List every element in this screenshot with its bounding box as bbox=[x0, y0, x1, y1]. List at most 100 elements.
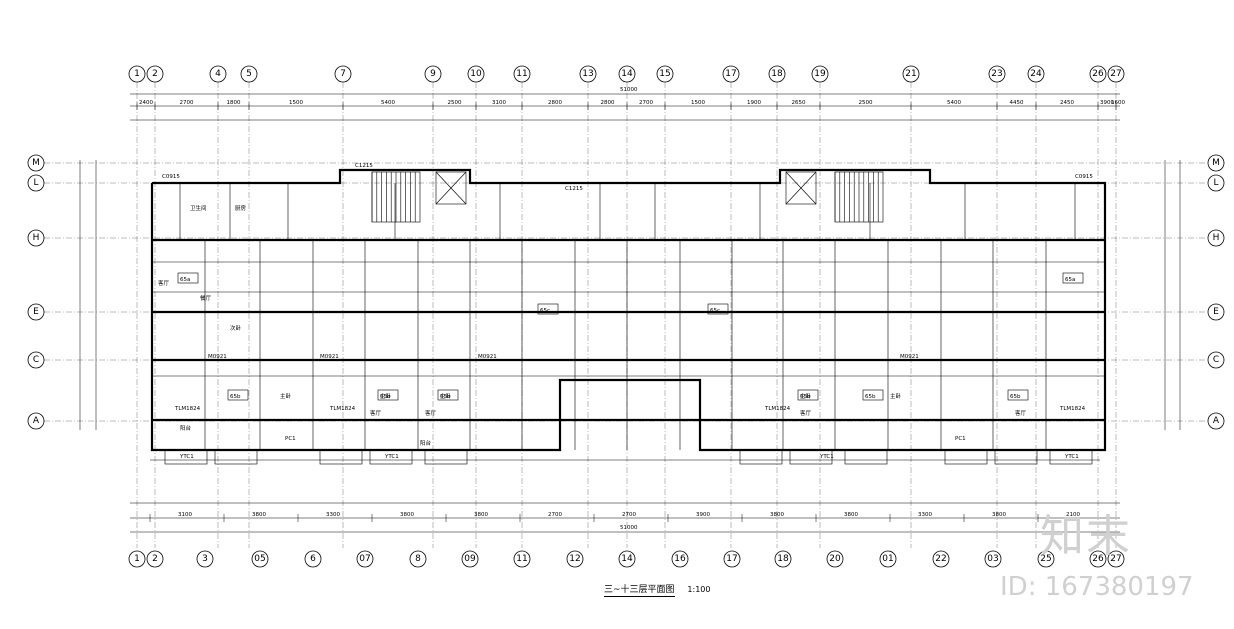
svg-text:10: 10 bbox=[470, 69, 482, 79]
axis-bubble-top-14: 14 bbox=[618, 65, 636, 83]
axis-bubble-bottom-8: 8 bbox=[409, 550, 427, 568]
dimension-text-top: 3900 bbox=[1100, 100, 1114, 106]
axis-bubble-bottom-22: 22 bbox=[932, 550, 950, 568]
room-label: 次卧 bbox=[230, 324, 242, 332]
svg-text:23: 23 bbox=[991, 69, 1002, 79]
axis-bubble-right-L: L bbox=[1207, 174, 1225, 192]
svg-text:01: 01 bbox=[882, 554, 893, 564]
axis-bubble-top-15: 15 bbox=[656, 65, 674, 83]
axis-bubble-bottom-14: 14 bbox=[618, 550, 636, 568]
room-label: 主卧 bbox=[440, 392, 452, 400]
axis-bubble-bottom-01: 01 bbox=[879, 550, 897, 568]
svg-text:M: M bbox=[32, 158, 40, 168]
svg-text:18: 18 bbox=[777, 554, 789, 564]
dimension-text-top: 2650 bbox=[792, 100, 806, 106]
axis-bubble-bottom-09: 09 bbox=[461, 550, 479, 568]
svg-text:1: 1 bbox=[134, 554, 140, 564]
axis-bubble-bottom-3: 3 bbox=[196, 550, 214, 568]
svg-text:03: 03 bbox=[987, 554, 998, 564]
dimension-text-top: 1500 bbox=[289, 100, 303, 106]
door-window-tag: TLM1824 bbox=[764, 406, 791, 412]
room-label: 主卧 bbox=[280, 392, 292, 400]
unit-area-tag: 65b bbox=[800, 394, 811, 400]
svg-text:07: 07 bbox=[359, 554, 370, 564]
dimension-text-bottom: 2100 bbox=[1066, 512, 1080, 518]
unit-area-tag: 65a bbox=[180, 277, 190, 283]
overall-dimension-top: 51000 bbox=[620, 87, 638, 93]
room-label: 卫生间 bbox=[190, 204, 207, 212]
dimension-lines bbox=[79, 93, 1181, 533]
dimension-text-top: 5400 bbox=[947, 100, 961, 106]
dimension-text-bottom: 3800 bbox=[992, 512, 1006, 518]
room-label: 餐厅 bbox=[200, 294, 212, 302]
svg-text:16: 16 bbox=[674, 554, 686, 564]
axis-bubble-bottom-25: 25 bbox=[1037, 550, 1055, 568]
dimension-text-top: 1900 bbox=[747, 100, 761, 106]
door-window-tag: C1215 bbox=[565, 186, 583, 192]
axis-bubble-top-21: 21 bbox=[902, 65, 920, 83]
door-window-tag: PC1 bbox=[955, 436, 966, 442]
axis-bubble-top-2: 2 bbox=[146, 65, 164, 83]
room-label: 主卧 bbox=[800, 392, 812, 400]
svg-text:E: E bbox=[33, 307, 39, 317]
dimension-text-bottom: 3900 bbox=[696, 512, 710, 518]
unit-area-tag: 65b bbox=[1010, 394, 1021, 400]
axis-bubble-top-10: 10 bbox=[467, 65, 485, 83]
axis-bubble-left-A: A bbox=[27, 412, 45, 430]
room-label: 客厅 bbox=[1015, 409, 1027, 417]
axis-bubble-top-9: 9 bbox=[424, 65, 442, 83]
room-label: 主卧 bbox=[380, 392, 392, 400]
room-label: 客厅 bbox=[425, 409, 437, 417]
dimension-text-bottom: 3100 bbox=[178, 512, 192, 518]
svg-text:26: 26 bbox=[1092, 554, 1104, 564]
overall-dimension-bottom: 51000 bbox=[620, 525, 638, 531]
dimension-text-top: 3100 bbox=[492, 100, 506, 106]
axis-bubble-top-1: 1 bbox=[128, 65, 146, 83]
dimension-text-top: 2800 bbox=[601, 100, 615, 106]
axis-bubble-top-24: 24 bbox=[1027, 65, 1045, 83]
axis-bubble-top-27: 27 bbox=[1107, 65, 1125, 83]
axis-bubble-left-M: M bbox=[27, 154, 45, 172]
axis-bubble-left-E: E bbox=[27, 303, 45, 321]
watermark-logo: 知末 bbox=[1040, 511, 1132, 562]
dimension-text-bottom: 3300 bbox=[918, 512, 932, 518]
dimension-text-bottom: 3800 bbox=[770, 512, 784, 518]
svg-text:14: 14 bbox=[621, 69, 633, 79]
svg-text:L: L bbox=[1213, 178, 1218, 188]
svg-text:8: 8 bbox=[415, 554, 421, 564]
door-window-tag: TLM1824 bbox=[1059, 406, 1086, 412]
axis-bubble-bottom-12: 12 bbox=[566, 550, 584, 568]
axis-bubble-right-H: H bbox=[1207, 229, 1225, 247]
unit-area-tag: 65c bbox=[540, 308, 550, 314]
watermark-id: ID: 167380197 bbox=[1000, 572, 1194, 602]
dimension-text-top: 4450 bbox=[1010, 100, 1024, 106]
axis-bubble-bottom-1: 1 bbox=[128, 550, 146, 568]
svg-text:09: 09 bbox=[464, 554, 476, 564]
door-window-tag: C0915 bbox=[162, 174, 180, 180]
axis-bubble-bottom-05: 05 bbox=[251, 550, 269, 568]
door-window-tag: PC1 bbox=[285, 436, 296, 442]
axis-bubble-bottom-20: 20 bbox=[826, 550, 844, 568]
svg-text:19: 19 bbox=[814, 69, 826, 79]
svg-text:1: 1 bbox=[134, 69, 140, 79]
axis-bubble-bottom-27: 27 bbox=[1107, 550, 1125, 568]
dimension-text-top: 2700 bbox=[639, 100, 653, 106]
axis-bubble-top-18: 18 bbox=[768, 65, 786, 83]
room-label: 客厅 bbox=[158, 279, 170, 287]
axis-bubble-bottom-03: 03 bbox=[984, 550, 1002, 568]
svg-text:11: 11 bbox=[516, 554, 527, 564]
dimension-text-top: 2700 bbox=[180, 100, 194, 106]
dimension-text-top: 2500 bbox=[859, 100, 873, 106]
svg-text:24: 24 bbox=[1030, 69, 1042, 79]
svg-text:M: M bbox=[1212, 158, 1220, 168]
door-window-tag: YTC1 bbox=[1064, 454, 1079, 460]
axis-bubble-right-E: E bbox=[1207, 303, 1225, 321]
